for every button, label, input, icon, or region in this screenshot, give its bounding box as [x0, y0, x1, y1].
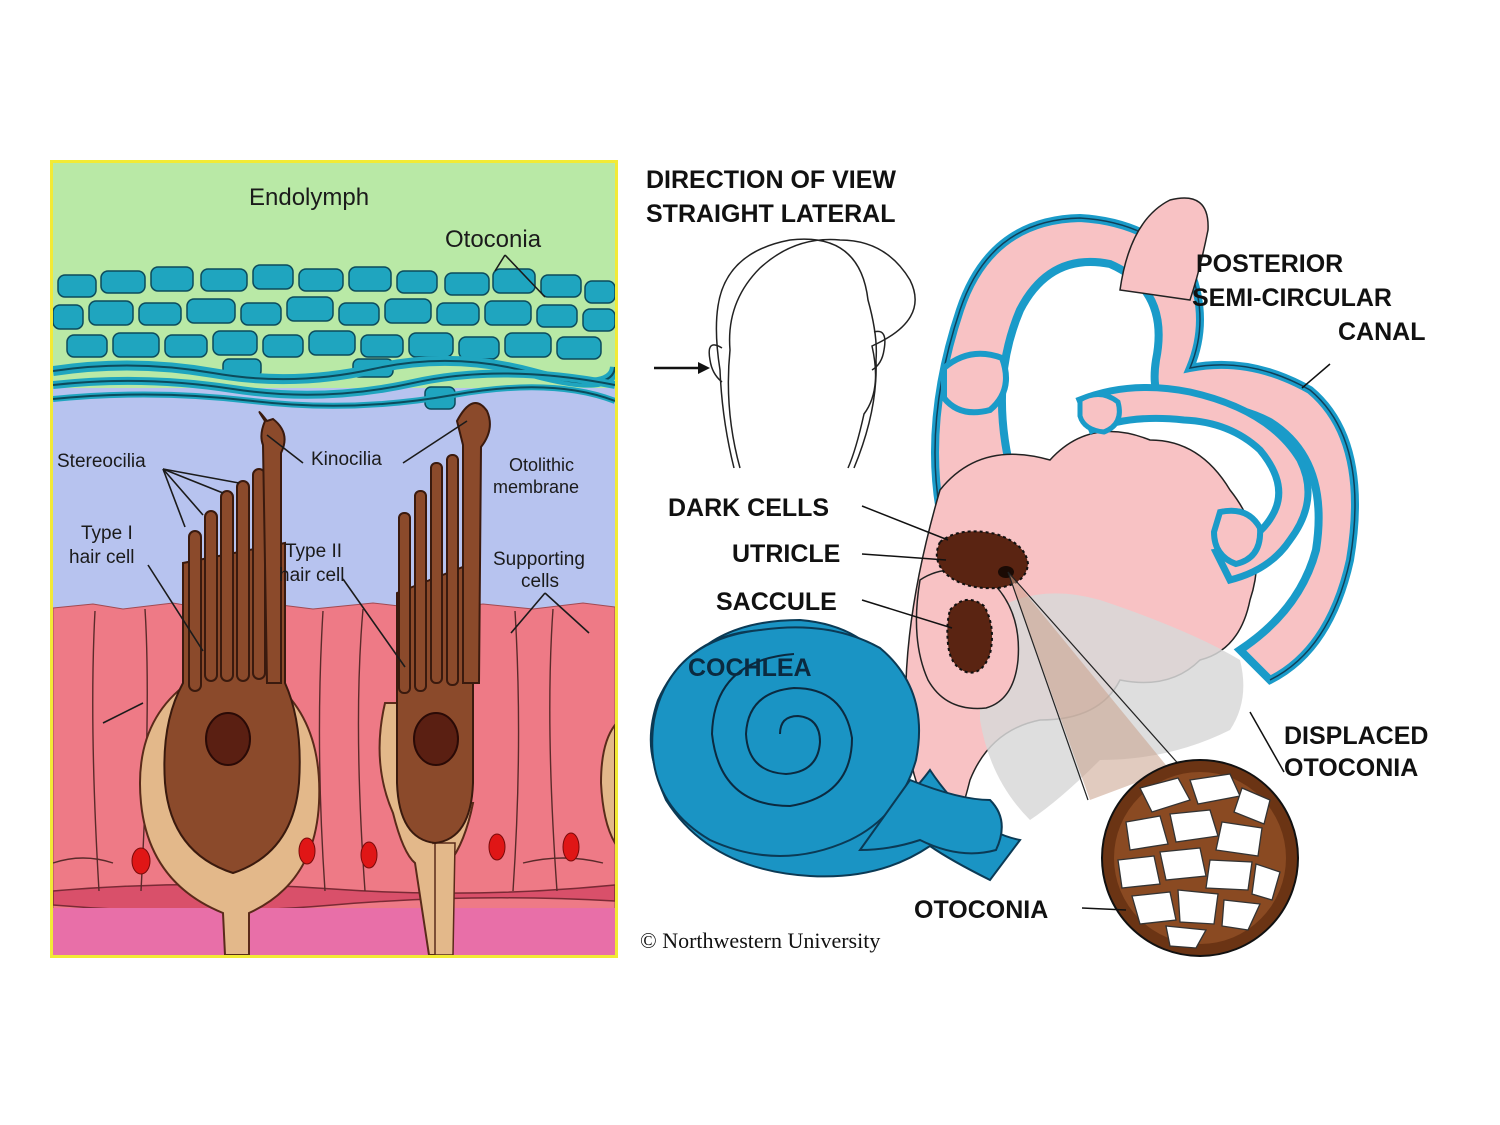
membrane-strata [53, 355, 615, 409]
label-dark-cells: DARK CELLS [668, 494, 829, 522]
otolithic-membrane-layer [53, 388, 615, 618]
label-supporting-1: Supporting [493, 549, 585, 570]
ampulla-2 [1210, 507, 1264, 568]
label-type2-1: Type II [285, 541, 342, 562]
left-leader-lines [102, 254, 590, 724]
cochlea-body [651, 626, 920, 857]
hair-cell-diagram: Endolymph Otoconia Stereocilia Kinocilia… [50, 160, 618, 958]
edge-calyx [599, 723, 615, 845]
cochlea-spiral [710, 653, 854, 808]
label-cochlea: COCHLEA [688, 654, 812, 682]
right-leader-lines [861, 363, 1331, 911]
head-outline [727, 238, 916, 469]
label-posterior-2: SEMI-CIRCULAR [1192, 284, 1392, 312]
cochlea-duct [858, 778, 1003, 855]
label-posterior-1: POSTERIOR [1196, 250, 1343, 278]
label-stereocilia: Stereocilia [57, 451, 146, 472]
label-otoconia-left: Otoconia [445, 226, 542, 253]
superior-extension [1119, 197, 1209, 301]
label-displaced-1: DISPLACED [1284, 722, 1428, 750]
ampulla-1 [941, 350, 1009, 416]
supporting-cell-nuclei [131, 832, 580, 875]
cone-edge-1 [1007, 571, 1089, 801]
right-ear [871, 330, 886, 371]
head-silhouette [715, 238, 878, 469]
basal-layer [53, 908, 615, 955]
type2-nucleus [413, 712, 459, 766]
left-ear [708, 344, 723, 383]
label-displaced-2: OTOCONIA [1284, 754, 1418, 782]
magnification-cone [1008, 572, 1170, 800]
type2-nerve-2 [434, 842, 456, 955]
ampulla-3 [1077, 392, 1122, 435]
type2-stereocilia [398, 454, 459, 694]
label-type1-1: Type I [81, 523, 133, 544]
labyrinth-diagram: DIRECTION OF VIEW STRAIGHT LATERAL POSTE… [630, 160, 1470, 960]
head-outline-full [725, 239, 880, 468]
label-direction-2: STRAIGHT LATERAL [646, 200, 896, 228]
label-otolithic-1: Otolithic [509, 455, 574, 475]
label-otoconia-right: OTOCONIA [914, 896, 1048, 924]
posterior-canal-outer-line [934, 217, 1356, 681]
cone-edge-2 [1007, 571, 1183, 769]
inset-crystals [1117, 773, 1281, 949]
type1-nucleus [205, 712, 251, 766]
label-supporting-2: cells [521, 571, 559, 592]
type2-kinocilium [455, 402, 491, 684]
type1-stereocilia [188, 468, 266, 692]
label-posterior-3: CANAL [1338, 318, 1426, 346]
label-type2-2: hair cell [279, 565, 344, 586]
label-utricle: UTRICLE [732, 540, 840, 568]
type1-kinocilium [258, 411, 286, 684]
label-direction-1: DIRECTION OF VIEW [646, 166, 896, 194]
label-otolithic-2: membrane [493, 477, 579, 497]
view-arrow-head [698, 362, 710, 374]
label-type1-2: hair cell [69, 547, 134, 568]
horizontal-canal [1075, 384, 1312, 585]
copyright-notice: © Northwestern University [640, 928, 880, 953]
label-endolymph: Endolymph [249, 184, 369, 211]
saccule-macula [946, 599, 993, 674]
label-kinocilia: Kinocilia [311, 449, 382, 470]
label-saccule: SACCULE [716, 588, 837, 616]
